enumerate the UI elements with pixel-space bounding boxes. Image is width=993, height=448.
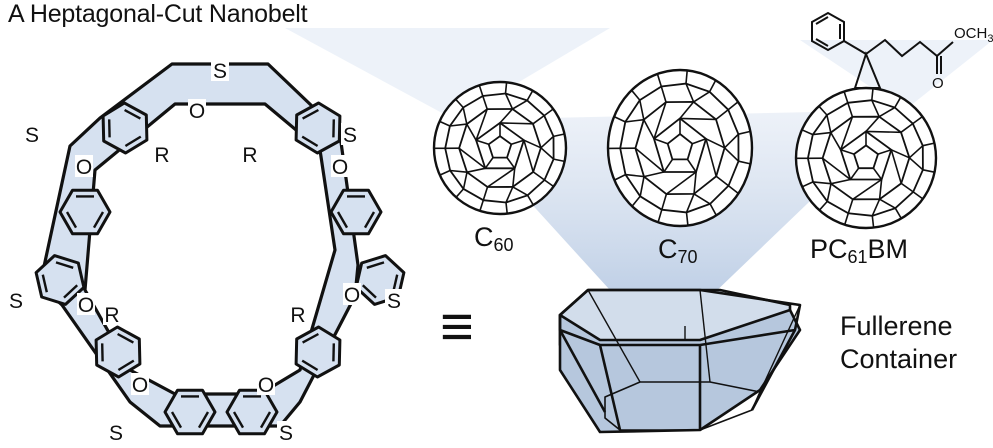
atom-label-bg — [341, 123, 359, 145]
atom-label: O — [132, 374, 148, 397]
atom-label: S — [109, 422, 123, 445]
atom-label-bg — [23, 123, 41, 145]
atom-label-bg — [331, 155, 349, 177]
atom-label: O — [332, 156, 348, 179]
funnel-left-wedge — [285, 28, 610, 120]
atom-label-bg — [131, 373, 149, 395]
atom-label-bg — [107, 421, 125, 443]
pcbm-label-tail: BM — [867, 234, 909, 264]
pcbm-label-sub: 61 — [847, 247, 868, 267]
container-caption: Fullerene Container — [840, 310, 957, 376]
atom-label: S — [25, 124, 39, 147]
atom-label-bg — [75, 155, 93, 177]
container-caption-line1: Fullerene — [840, 311, 953, 341]
atom-label: S — [343, 124, 357, 147]
atom-label: R — [290, 304, 305, 327]
atom-label: S — [387, 290, 401, 313]
funnel-main-cone — [455, 110, 905, 345]
figure-title: A Heptagonal-Cut Nanobelt — [8, 0, 308, 28]
atom-label-bg — [277, 421, 295, 443]
c70-label: C70 — [658, 234, 698, 268]
c60-label: C60 — [474, 222, 514, 256]
atom-label-bg — [289, 303, 307, 325]
atom-label-bg — [241, 143, 259, 165]
atom-label-bg — [211, 59, 229, 81]
atom-label-bg — [343, 283, 361, 305]
pcbm-side-chain — [811, 11, 954, 89]
c60-ball — [432, 80, 568, 216]
atom-label: S — [213, 60, 227, 83]
atom-label-bg — [103, 303, 121, 325]
pcbm-label-base: PC — [810, 234, 848, 264]
atom-label-bg — [385, 289, 403, 311]
c60-label-sub: 60 — [493, 235, 514, 255]
ester-text: OCH — [954, 25, 988, 42]
atom-label: R — [104, 304, 119, 327]
atom-label-bg — [7, 289, 25, 311]
atom-label: O — [344, 284, 360, 307]
pcbm-carbonyl-oxygen: O — [932, 75, 944, 92]
pcbm-ester-label: OCH3 — [954, 25, 993, 45]
atom-label: S — [279, 422, 293, 445]
funnel-right-wedge — [800, 40, 993, 110]
pcbm-label: PC61BM — [810, 234, 908, 268]
c70-label-base: C — [658, 234, 678, 264]
c70-label-sub: 70 — [677, 247, 698, 267]
atom-label: S — [9, 290, 23, 313]
atom-label-bg — [153, 143, 171, 165]
atom-label: O — [76, 156, 92, 179]
atom-label: R — [154, 144, 169, 167]
atom-label-bg — [77, 293, 95, 315]
c60-label-base: C — [474, 222, 494, 252]
atom-label: R — [242, 144, 257, 167]
ester-subscript: 3 — [987, 33, 993, 45]
container-caption-line2: Container — [840, 344, 958, 374]
atom-label: O — [189, 100, 205, 123]
atom-label: O — [78, 294, 94, 317]
equivalence-symbol: ≡ — [440, 294, 474, 359]
atom-label-bg — [188, 99, 206, 121]
atom-label-bg — [257, 373, 275, 395]
pcbm-ball — [794, 86, 938, 230]
atom-label: O — [258, 374, 274, 397]
c70-ball — [606, 68, 754, 228]
